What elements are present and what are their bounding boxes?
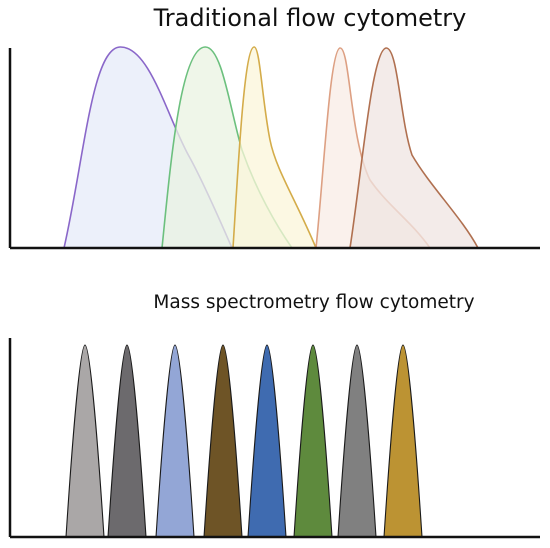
bottom-peak-periwinkle: [155, 344, 195, 538]
bottom-peak-blue: [247, 344, 287, 538]
top-peak-brown: [349, 47, 479, 249]
top-peak-yellow: [232, 46, 317, 249]
bottom-peak-dark-gray: [107, 344, 147, 538]
bottom-peak-green: [293, 344, 333, 538]
top-peaks-group: [63, 46, 479, 249]
top-panel-title: Traditional flow cytometry: [153, 4, 467, 32]
bottom-peak-gold: [383, 344, 423, 538]
bottom-peak-gray: [337, 344, 377, 538]
bottom-peak-brown: [203, 344, 243, 538]
top-axes: [8, 48, 540, 250]
bottom-peak-light-gray: [65, 344, 105, 538]
bottom-panel-title: Mass spectrometry flow cytometry: [153, 292, 475, 313]
bottom-axes: [8, 338, 540, 539]
bottom-peaks-group: [65, 344, 423, 538]
